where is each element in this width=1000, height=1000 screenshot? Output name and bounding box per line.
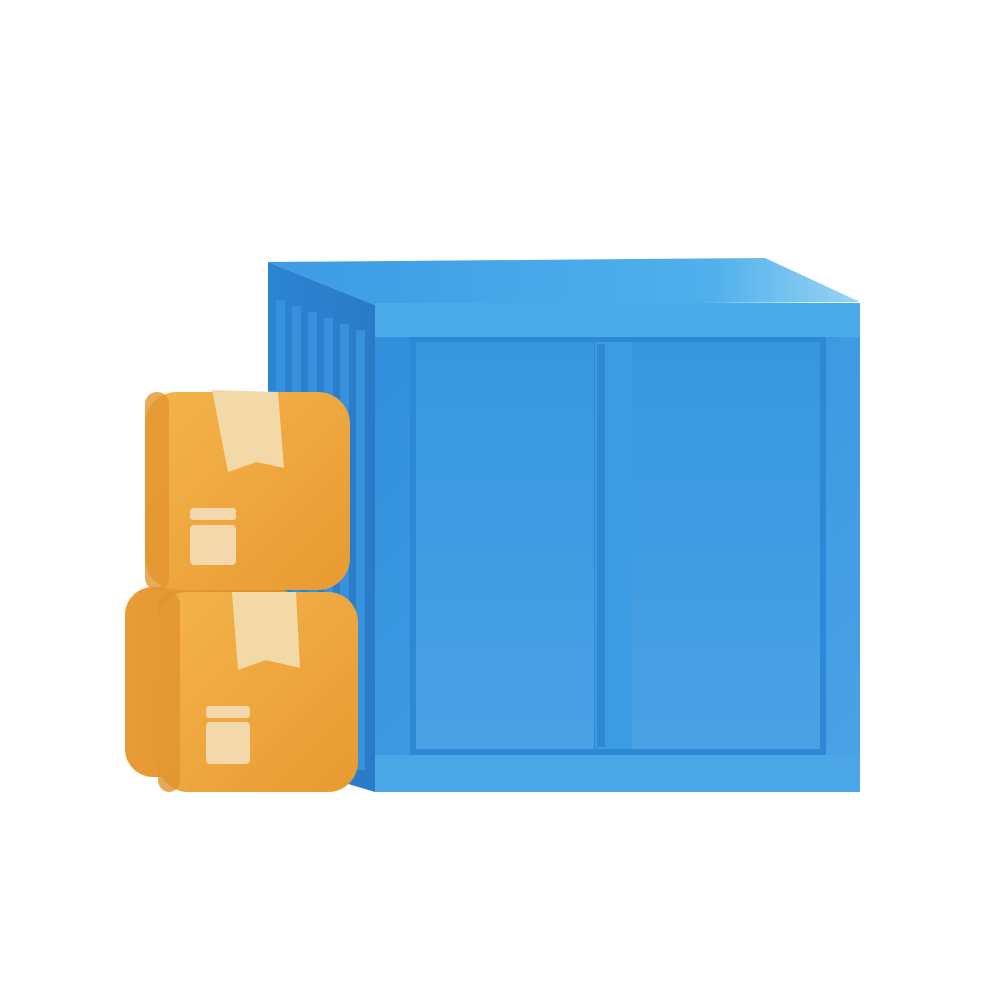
- cardboard-box-icon: [158, 592, 358, 792]
- box-top-edge: [145, 392, 169, 590]
- box-tape: [212, 390, 284, 472]
- box-bottom-front-edge: [158, 592, 180, 792]
- container-door-bar-shadow: [597, 344, 605, 747]
- container-door-right: [632, 342, 820, 749]
- container-bottom-rail: [375, 755, 860, 792]
- container-front-top-edge: [375, 303, 860, 337]
- cardboard-box-icon: [145, 390, 350, 590]
- box-label: [190, 525, 236, 565]
- container-top-face: [268, 258, 860, 305]
- box-tape: [232, 592, 300, 670]
- shipping-container-icon: [268, 258, 860, 792]
- container-door-left: [416, 342, 594, 749]
- box-label-small: [206, 706, 250, 718]
- box-label: [206, 722, 250, 764]
- box-label-small: [190, 508, 236, 520]
